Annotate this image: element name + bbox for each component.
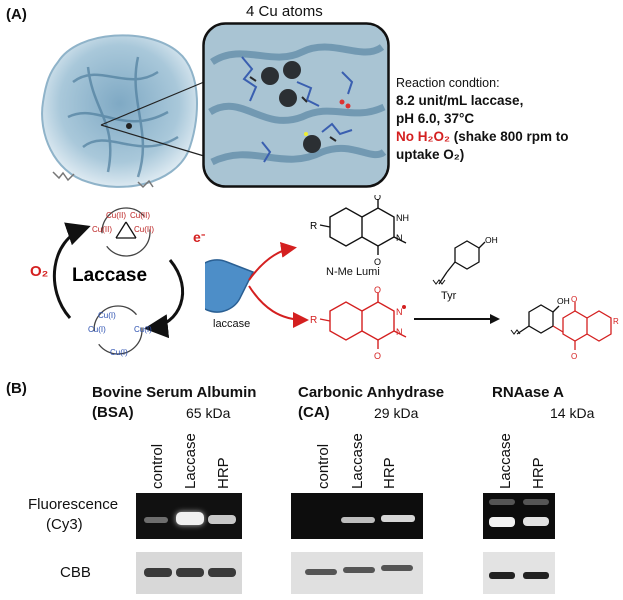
product-oh: OH bbox=[557, 296, 570, 306]
atom-o-bottom: O bbox=[374, 257, 381, 267]
reaction-line-1: 8.2 unit/mL laccase, bbox=[396, 93, 524, 108]
protein-structure-image bbox=[41, 34, 199, 189]
gel-bsa-abbrev: (BSA) bbox=[92, 404, 134, 421]
gel-bsa-title: Bovine Serum Albumin bbox=[92, 384, 257, 401]
gel-ca-fluorescence bbox=[291, 493, 423, 539]
zoom-pointer-lines bbox=[100, 81, 205, 157]
cu-top-3: Cu(II) bbox=[92, 225, 112, 234]
gel-ca-kda: 29 kDa bbox=[374, 405, 419, 421]
row-label-fluorescence: Fluorescence bbox=[28, 496, 119, 513]
reaction-conditions: Reaction condtion: 8.2 unit/mL laccase, … bbox=[396, 74, 621, 164]
cu-bottom-3: Cu(I) bbox=[134, 325, 152, 334]
lane-control: control bbox=[315, 443, 332, 489]
cu-bottom-2: Cu(I) bbox=[88, 325, 106, 334]
gel-bsa-kda: 65 kDa bbox=[186, 405, 231, 421]
reaction-title: Reaction condtion: bbox=[396, 76, 500, 90]
atom-n: N bbox=[396, 233, 403, 243]
cu-top-1: Cu(II) bbox=[106, 211, 126, 220]
lane-control: control bbox=[149, 443, 166, 489]
tyr-oh: OH bbox=[485, 235, 498, 245]
laccase-enzyme-icon bbox=[205, 241, 309, 328]
active-site-zoom-image bbox=[202, 22, 390, 188]
gel-ca-title: Carbonic Anhydrase bbox=[298, 384, 445, 401]
gel-bsa-cbb bbox=[136, 552, 242, 594]
atom-o-top: O bbox=[374, 195, 381, 202]
lane-hrp: HRP bbox=[530, 457, 547, 489]
reagent-label: N-Me Lumi bbox=[326, 266, 380, 278]
atom-nh: NH bbox=[396, 213, 409, 223]
electron-label: e⁻ bbox=[193, 229, 205, 245]
cu-bottom-4: Cu(I) bbox=[110, 348, 128, 357]
row-label-cy3: (Cy3) bbox=[46, 516, 83, 533]
panel-b-label: (B) bbox=[6, 380, 27, 397]
laccase-cycle-label: Laccase bbox=[72, 265, 147, 286]
radical-structure: O O N N R bbox=[310, 285, 407, 361]
lane-laccase: Laccase bbox=[349, 433, 366, 489]
reaction-line-2: pH 6.0, 37°C bbox=[396, 111, 475, 126]
reaction-arrow bbox=[414, 314, 500, 324]
product-o-top: O bbox=[571, 295, 577, 304]
lane-laccase: Laccase bbox=[497, 433, 514, 489]
gel-ca-cbb bbox=[291, 552, 423, 594]
radical-atom-o-top: O bbox=[374, 285, 381, 295]
zoom-title: 4 Cu atoms bbox=[246, 3, 323, 20]
reaction-line-4: uptake O₂) bbox=[396, 147, 465, 162]
gel-rnaase-kda: 14 kDa bbox=[550, 405, 595, 421]
atom-r: R bbox=[310, 221, 317, 232]
product-r: R bbox=[613, 317, 619, 326]
reaction-line-3: (shake 800 rpm to bbox=[450, 129, 569, 144]
product-structure: OH O O R bbox=[510, 295, 619, 361]
row-label-cbb: CBB bbox=[60, 564, 91, 581]
no-h2o2-label: No H₂O₂ bbox=[396, 129, 450, 144]
lane-hrp: HRP bbox=[381, 457, 398, 489]
enzyme-label: laccase bbox=[213, 318, 251, 330]
n-me-lumi-structure: O O NH N R bbox=[310, 195, 409, 267]
tyrosine-structure: OH bbox=[432, 235, 498, 285]
cu-bottom-1: Cu(I) bbox=[98, 311, 116, 320]
radical-atom-n1: N bbox=[396, 307, 403, 317]
radical-atom-r: R bbox=[310, 315, 317, 326]
gel-rnaase-cbb bbox=[483, 552, 555, 594]
radical-atom-n2: N bbox=[396, 327, 403, 337]
o2-label: O₂ bbox=[30, 263, 48, 280]
gel-bsa-fluorescence bbox=[136, 493, 242, 539]
lane-laccase: Laccase bbox=[182, 433, 199, 489]
gel-ca-abbrev: (CA) bbox=[298, 404, 330, 421]
gel-rnaase-fluorescence bbox=[483, 493, 555, 539]
cu-top-4: Cu(II) bbox=[134, 225, 154, 234]
lane-hrp: HRP bbox=[215, 457, 232, 489]
cu-top-2: Cu(II) bbox=[130, 211, 150, 220]
product-o-bottom: O bbox=[571, 352, 577, 361]
tyr-label: Tyr bbox=[441, 290, 457, 302]
laccase-cycle-diagram: Cu(II) Cu(II) Cu(II) Cu(II) Cu(I) Cu(I) … bbox=[30, 207, 205, 357]
gel-rnaase-title: RNAase A bbox=[492, 384, 564, 401]
panel-a-label: (A) bbox=[6, 6, 27, 23]
radical-atom-o-bottom: O bbox=[374, 351, 381, 361]
